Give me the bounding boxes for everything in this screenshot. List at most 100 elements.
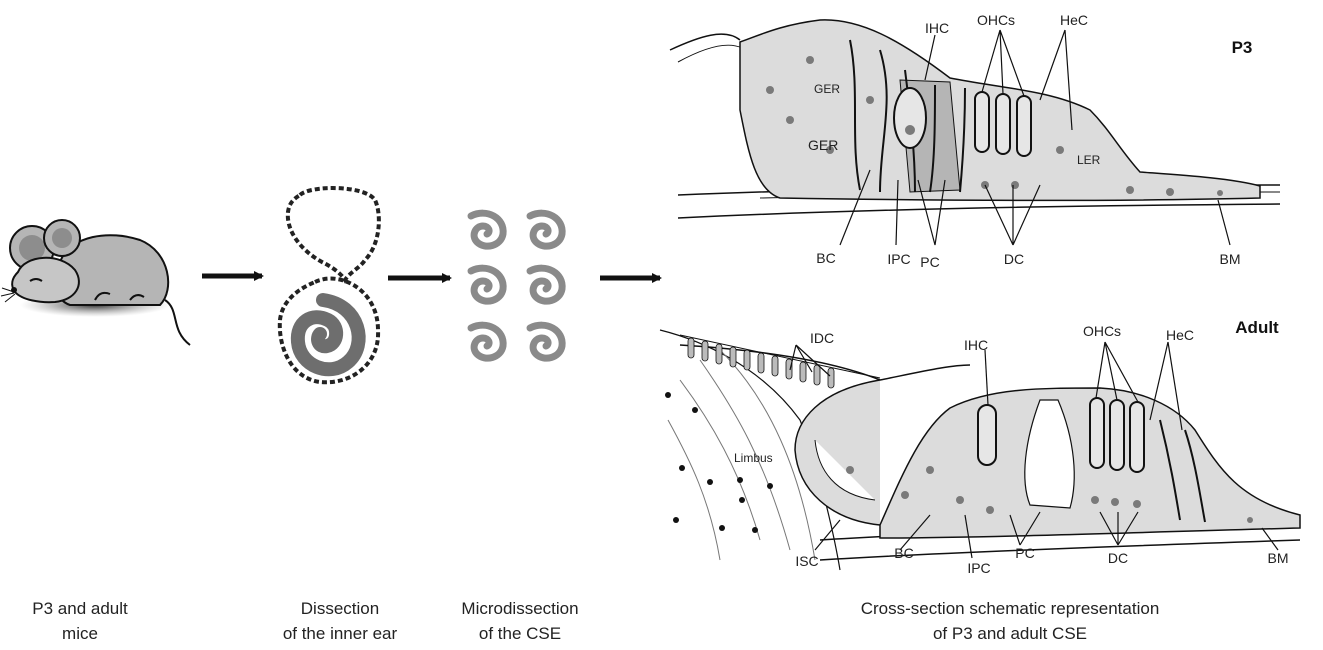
adult-tectorial-line — [680, 345, 970, 380]
label-dc: DC — [1004, 251, 1024, 267]
p3-ohc-cell — [975, 92, 989, 152]
label-ihc: IHC — [925, 20, 949, 36]
p3-membrane-top — [678, 45, 742, 62]
p3-cross-section: IHC OHCs HeC P3 GER GER LER BC IPC PC DC… — [670, 12, 1280, 270]
label-bc: BC — [816, 250, 835, 266]
label-ohcs: OHCs — [1083, 323, 1121, 339]
coil-icon — [471, 213, 503, 246]
leader-line — [1218, 200, 1230, 245]
label-pc: PC — [1015, 545, 1034, 561]
p3-membrane-top — [670, 34, 740, 50]
caption-line: P3 and adult — [5, 596, 155, 621]
label-bm: BM — [1220, 251, 1241, 267]
nucleus — [1011, 181, 1019, 189]
nucleus — [956, 496, 964, 504]
nucleus — [1111, 498, 1119, 506]
nucleus — [846, 466, 854, 474]
nucleus — [1217, 190, 1223, 196]
adult-cross-section: IDC IHC OHCs HeC Adult Limbus ISC BC IPC… — [660, 318, 1300, 576]
label-idc: IDC — [810, 330, 834, 346]
limbus-dot — [739, 497, 745, 503]
label-ler: LER — [1077, 153, 1101, 167]
p3-ihc-cell — [894, 88, 926, 148]
nucleus — [1126, 186, 1134, 194]
adult-ohc-cell — [1090, 398, 1104, 468]
nucleus — [1247, 517, 1253, 523]
caption-dissection: Dissection of the inner ear — [245, 596, 435, 646]
nucleus — [766, 86, 774, 94]
label-ihc: IHC — [964, 337, 988, 353]
adult-bm-line — [820, 540, 1300, 560]
vestibule-outline — [288, 188, 379, 280]
caption-line: Dissection — [245, 596, 435, 621]
nucleus — [901, 491, 909, 499]
adult-tectorial-line — [680, 335, 880, 378]
label-bc: BC — [894, 545, 913, 561]
coil-icon — [471, 325, 503, 358]
nucleus — [986, 506, 994, 514]
limbus-dot — [719, 525, 725, 531]
label-ipc: IPC — [887, 251, 910, 267]
caption-line: of the CSE — [440, 621, 600, 646]
label-dc: DC — [1108, 550, 1128, 566]
nucleus — [1056, 146, 1064, 154]
label-ger-top: GER — [814, 82, 840, 96]
inner-ear-illustration — [280, 188, 379, 382]
nucleus — [1166, 188, 1174, 196]
caption-line: of P3 and adult CSE — [820, 621, 1200, 646]
leader-line — [1262, 528, 1278, 550]
coil-icon — [530, 213, 562, 246]
caption-line: Microdissection — [440, 596, 600, 621]
label-hec: HeC — [1166, 327, 1194, 343]
caption-microdissection: Microdissection of the CSE — [440, 596, 600, 646]
caption-line: Cross-section schematic representation — [820, 596, 1200, 621]
nucleus — [786, 116, 794, 124]
leader-line — [815, 520, 840, 550]
mouse-illustration — [1, 220, 190, 345]
p3-ohc-cell — [1017, 96, 1031, 156]
coil-icon — [530, 325, 562, 358]
limbus-dot — [679, 465, 685, 471]
limbus-dot — [673, 517, 679, 523]
coil-icon — [530, 268, 562, 301]
label-limbus: Limbus — [734, 451, 773, 465]
nucleus — [926, 466, 934, 474]
caption-mice: P3 and adult mice — [5, 596, 155, 646]
label-bm: BM — [1268, 550, 1289, 566]
label-pc: PC — [920, 254, 939, 270]
stage-label-adult: Adult — [1235, 318, 1279, 337]
mouse-ear-front-inner — [52, 228, 72, 248]
cochlea-spiral-icon — [298, 300, 359, 369]
limbus-dot — [692, 407, 698, 413]
nucleus — [1133, 500, 1141, 508]
limbus-dot — [665, 392, 671, 398]
label-ohcs: OHCs — [977, 12, 1015, 28]
label-isc: ISC — [795, 553, 818, 569]
nucleus — [806, 56, 814, 64]
label-hec: HeC — [1060, 12, 1088, 28]
nucleus — [1091, 496, 1099, 504]
p3-bm-line — [678, 204, 1280, 218]
cse-coils — [471, 213, 562, 358]
caption-line: of the inner ear — [245, 621, 435, 646]
coil-icon — [471, 268, 503, 301]
adult-inner-sulcus — [795, 380, 880, 525]
caption-cross-section: Cross-section schematic representation o… — [820, 596, 1200, 646]
limbus-dot — [767, 483, 773, 489]
nucleus — [905, 125, 915, 135]
limbus-dot — [707, 479, 713, 485]
nucleus — [866, 96, 874, 104]
limbus-dot — [752, 527, 758, 533]
caption-line: mice — [5, 621, 155, 646]
adult-ohc-cell — [1130, 402, 1144, 472]
stage-label-p3: P3 — [1232, 38, 1253, 57]
label-ger-bottom: GER — [808, 137, 838, 153]
mouse-nose — [11, 287, 17, 293]
limbus-dot — [737, 477, 743, 483]
adult-ihc-cell — [978, 405, 996, 465]
limbus-fiber — [668, 420, 720, 560]
label-ipc: IPC — [967, 560, 990, 576]
adult-ohc-cell — [1110, 400, 1124, 470]
